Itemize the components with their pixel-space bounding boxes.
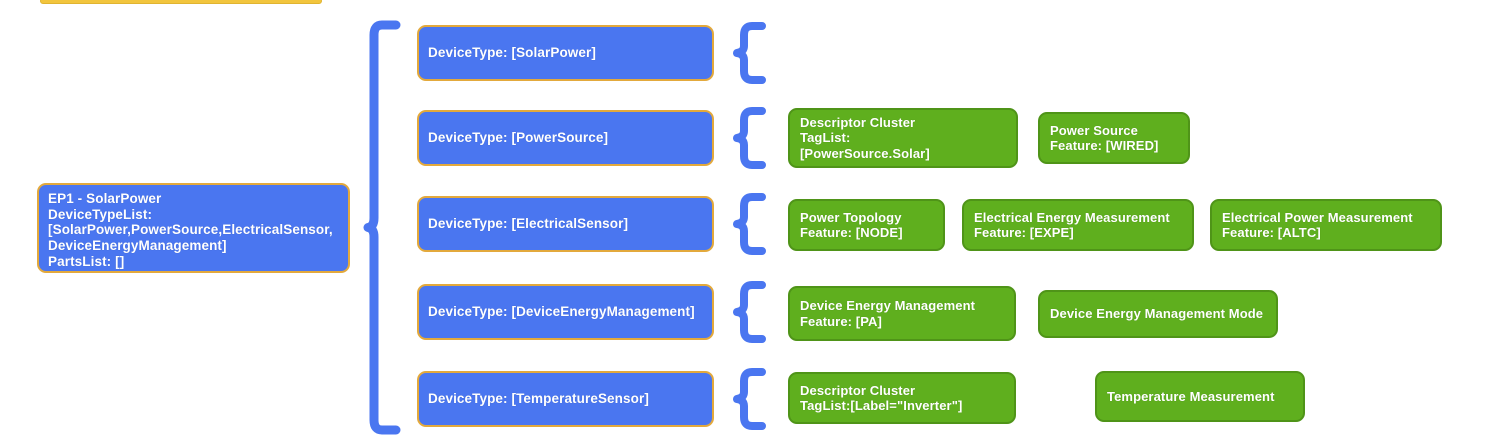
device-type-brace-icon-1: [733, 22, 766, 84]
device-type-node-powersource[interactable]: DeviceType: [PowerSource]: [417, 110, 714, 166]
device-type-brace-icon-2: [733, 107, 766, 169]
cluster-node-power-source[interactable]: Power Source Feature: [WIRED]: [1038, 112, 1190, 164]
root-brace-icon: [363, 20, 401, 435]
device-type-node-electricalsensor[interactable]: DeviceType: [ElectricalSensor]: [417, 196, 714, 252]
cut-off-yellow-banner: [40, 0, 322, 4]
device-type-node-solarpower[interactable]: DeviceType: [SolarPower]: [417, 25, 714, 81]
cluster-node-descriptor-powersource[interactable]: Descriptor Cluster TagList: [PowerSource…: [788, 108, 1018, 168]
device-type-node-deviceenergymanagement[interactable]: DeviceType: [DeviceEnergyManagement]: [417, 284, 714, 340]
endpoint-node-ep1[interactable]: EP1 - SolarPower DeviceTypeList: [SolarP…: [37, 183, 350, 273]
device-type-brace-icon-4: [733, 281, 766, 343]
cluster-node-electrical-power-measurement[interactable]: Electrical Power Measurement Feature: [A…: [1210, 199, 1442, 251]
cluster-node-power-topology[interactable]: Power Topology Feature: [NODE]: [788, 199, 945, 251]
device-type-brace-icon-3: [733, 193, 766, 255]
cluster-node-electrical-energy-measurement[interactable]: Electrical Energy Measurement Feature: […: [962, 199, 1194, 251]
cluster-node-device-energy-management[interactable]: Device Energy Management Feature: [PA]: [788, 286, 1016, 341]
cluster-node-temperature-measurement[interactable]: Temperature Measurement: [1095, 371, 1305, 422]
cluster-node-device-energy-management-mode[interactable]: Device Energy Management Mode: [1038, 290, 1278, 338]
cluster-node-descriptor-temperaturesensor[interactable]: Descriptor Cluster TagList:[Label="Inver…: [788, 372, 1016, 424]
device-type-brace-icon-5: [733, 368, 766, 430]
device-type-node-temperaturesensor[interactable]: DeviceType: [TemperatureSensor]: [417, 371, 714, 427]
